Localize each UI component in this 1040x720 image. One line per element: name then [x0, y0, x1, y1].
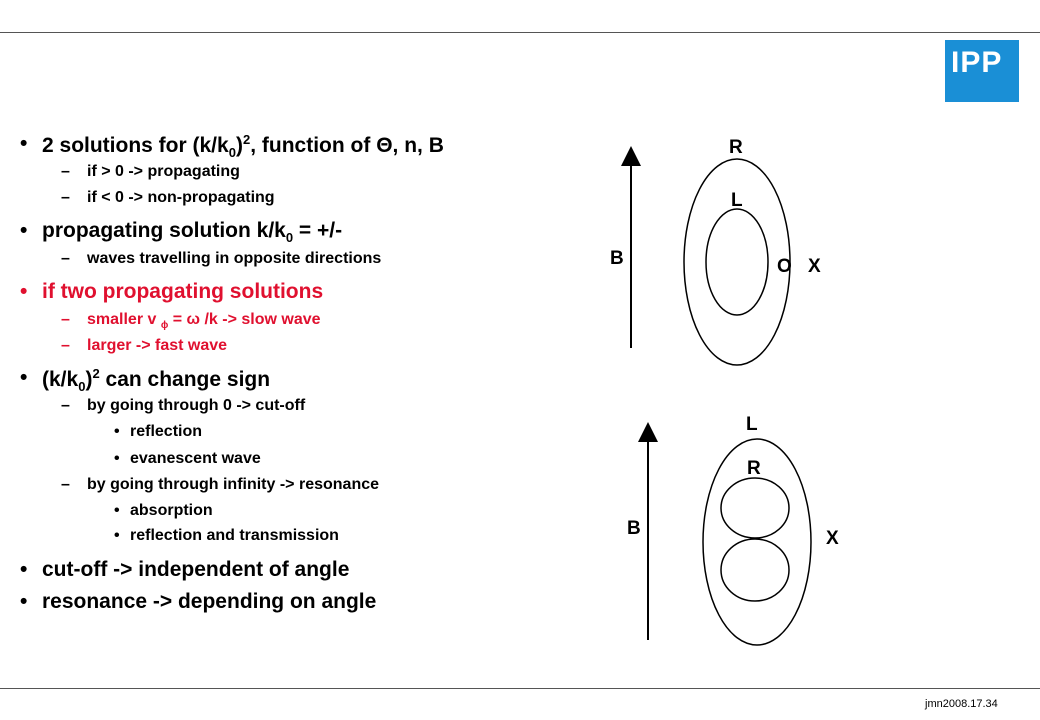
text-part: propagating solution k/k [42, 219, 286, 242]
ipp-logo-text: IPP [951, 46, 1003, 79]
bullet-two-solutions: • if two propagating solutions [20, 280, 324, 304]
dash-marker: – [61, 476, 70, 493]
upper-circle-bottom [720, 477, 790, 539]
bullet-marker: • [114, 502, 120, 519]
text-part: ) [235, 134, 243, 157]
line-text: cut-off -> independent of angle [42, 558, 350, 581]
sub-evanescent: • evanescent wave [114, 450, 261, 468]
dash-marker: – [61, 337, 70, 354]
r-label-top: R [729, 137, 743, 158]
bullet-marker: • [20, 219, 28, 242]
line-text: if > 0 -> propagating [87, 163, 240, 180]
phi-symbol: ϕ [160, 320, 169, 332]
sub-resonance: – by going through infinity -> resonance [61, 476, 380, 494]
bullet-marker: • [114, 423, 120, 440]
sub-absorption: • absorption [114, 502, 213, 520]
line-text: reflection [130, 423, 203, 440]
r-label-bottom: R [747, 458, 761, 479]
line-text: waves travelling in opposite directions [87, 250, 382, 267]
line-text: evanescent wave [130, 450, 261, 467]
l-label-top: L [731, 190, 743, 211]
top-rule [0, 32, 1040, 33]
x-mode-label-bottom: X [826, 528, 839, 549]
outer-ellipse-bottom [702, 438, 812, 646]
bullet-propagating-solution: • propagating solution k/k0 = +/- [20, 219, 343, 246]
sub-slow-wave: – smaller v ϕ = ω /k -> slow wave [61, 311, 321, 332]
line-text: larger -> fast wave [87, 337, 228, 354]
superscript: 2 [242, 132, 251, 147]
sub-opposite-directions: – waves travelling in opposite direction… [61, 250, 382, 268]
line-text: if two propagating solutions [42, 280, 324, 303]
bullet-cut-off-angle: • cut-off -> independent of angle [20, 558, 350, 582]
text-part: can change sign [99, 368, 271, 391]
text-part: smaller v [87, 311, 161, 328]
subscript: 0 [228, 145, 236, 161]
line-text: by going through infinity -> resonance [87, 476, 380, 493]
text-part: 2 solutions for (k/k [42, 134, 229, 157]
line-text: reflection and transmission [130, 527, 339, 544]
dash-marker: – [61, 397, 70, 414]
sub-reflection-transmission: • reflection and transmission [114, 527, 339, 545]
sub-propagating: – if > 0 -> propagating [61, 163, 240, 181]
sub-fast-wave: – larger -> fast wave [61, 337, 228, 355]
omega-symbol: ω [186, 311, 201, 328]
line-text: by going through 0 -> cut-off [87, 397, 306, 414]
footer-id: jmn2008.17.34 [925, 698, 998, 710]
text-part: ) [85, 368, 93, 391]
dash-marker: – [61, 163, 70, 180]
line-text: if < 0 -> non-propagating [87, 189, 275, 206]
theta-symbol: Θ [376, 134, 393, 157]
sub-cut-off: – by going through 0 -> cut-off [61, 397, 306, 415]
bullet-marker: • [20, 132, 28, 155]
bullet-marker: • [114, 527, 120, 544]
x-mode-label-top: X [808, 256, 821, 277]
o-mode-label: O [777, 256, 792, 277]
bullet-solutions: • 2 solutions for (k/k0)2, function of Θ… [20, 132, 444, 161]
bullet-marker: • [20, 366, 28, 389]
ipp-logo: IPP [945, 40, 1019, 102]
outer-ellipse-top [683, 158, 791, 366]
lower-circle-bottom [720, 538, 790, 602]
bullet-marker: • [114, 450, 120, 467]
sub-non-propagating: – if < 0 -> non-propagating [61, 189, 275, 207]
bottom-rule [0, 688, 1040, 689]
bullet-change-sign: • (k/k0)2 can change sign [20, 366, 271, 395]
l-label-bottom: L [746, 414, 758, 435]
inner-ellipse-top [705, 208, 769, 316]
text-part: , function of [250, 134, 377, 157]
text-part: = [168, 311, 187, 328]
subscript: 0 [285, 230, 294, 246]
dash-marker: – [61, 189, 70, 206]
line-text: resonance -> depending on angle [42, 590, 377, 613]
dash-marker: – [61, 250, 70, 267]
b-label-bottom: B [627, 518, 641, 539]
b-label-top: B [610, 248, 624, 269]
superscript: 2 [92, 366, 100, 381]
text-part: /k -> slow wave [200, 311, 321, 328]
text-part: = +/- [293, 219, 343, 242]
bullet-resonance-angle: • resonance -> depending on angle [20, 590, 377, 614]
subscript: 0 [78, 379, 86, 395]
bullet-marker: • [20, 590, 28, 613]
sub-reflection: • reflection [114, 423, 203, 441]
text-part: , n, B [392, 134, 444, 157]
bullet-marker: • [20, 280, 28, 303]
dash-marker: – [61, 311, 70, 328]
line-text: absorption [130, 502, 213, 519]
bullet-marker: • [20, 558, 28, 581]
text-part: (k/k [42, 368, 79, 391]
